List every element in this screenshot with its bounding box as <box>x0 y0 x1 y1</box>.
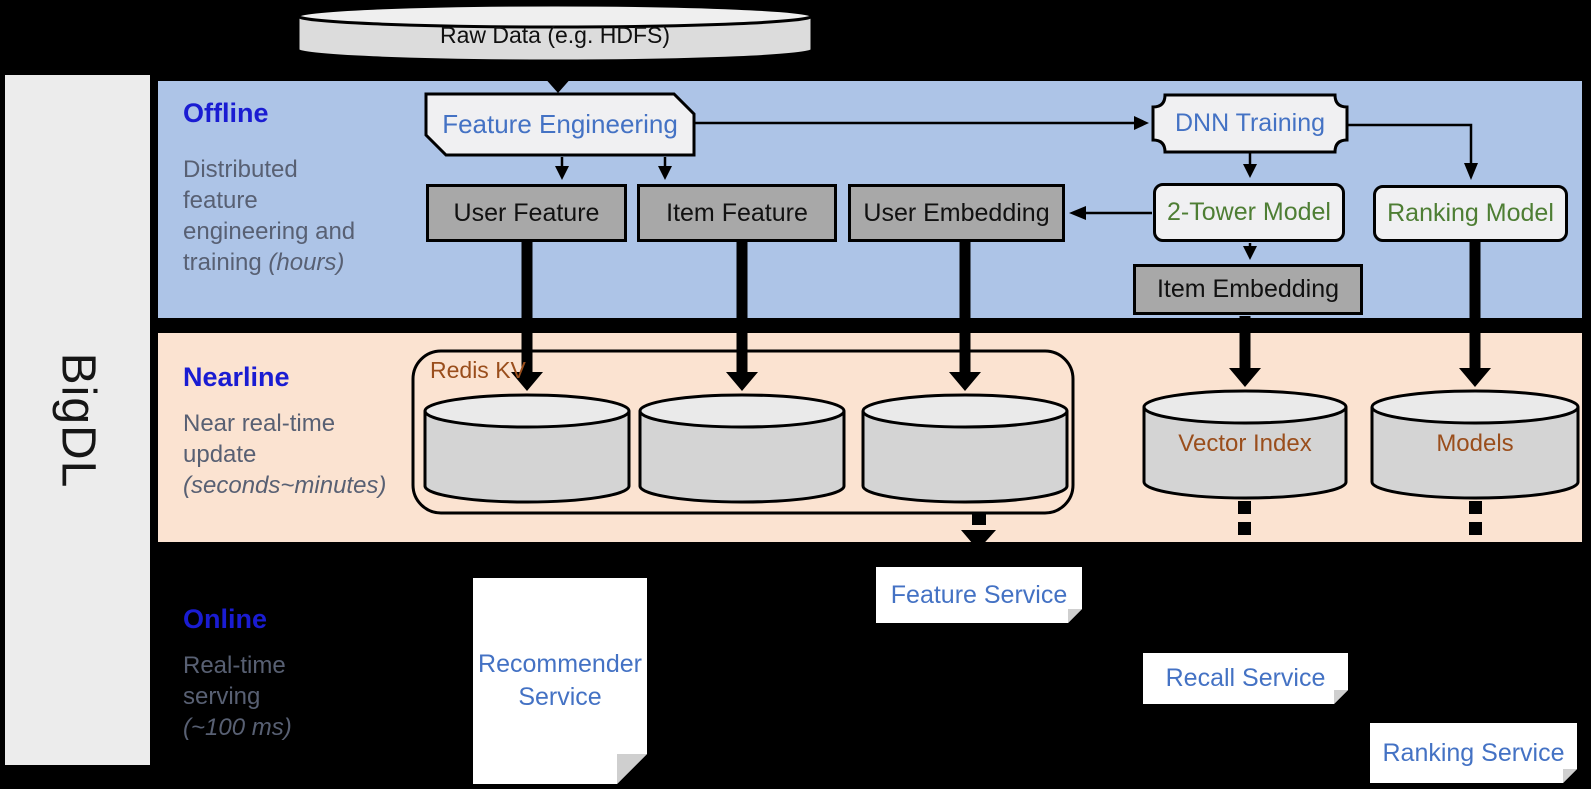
arrow-redis-to-feature-service <box>961 514 996 550</box>
raw-data-cylinder <box>296 3 814 63</box>
arrow-ranking-model-to-models <box>1459 242 1491 387</box>
ranking-model-node: Ranking Model <box>1373 185 1568 242</box>
feature-engineering-shape <box>424 92 696 157</box>
ranking-service-doc: Ranking Service <box>1370 723 1577 783</box>
arrow-two-tower-to-item-embedding <box>1243 243 1257 260</box>
ranking-service-label: Ranking Service <box>1382 738 1565 767</box>
offline-desc-line4-text: training <box>183 249 269 276</box>
arrow-user-embedding-to-redis <box>949 242 981 391</box>
online-description: Real-time serving (~100 ms) <box>183 650 292 743</box>
nearline-description: Near real-time update (seconds~minutes) <box>183 408 386 501</box>
offline-title: Offline <box>183 98 269 128</box>
arrow-fe-to-item-feature <box>658 157 672 180</box>
redis-cylinder-2 <box>638 393 846 504</box>
two-tower-model-node: 2-Tower Model <box>1153 183 1345 242</box>
arrow-user-feature-to-redis <box>511 242 543 391</box>
dnn-training-shape <box>1151 93 1349 154</box>
dashed-stub-vector-index <box>1238 501 1251 535</box>
offline-desc-line3: engineering and <box>183 218 356 245</box>
models-label: Models <box>1436 430 1514 457</box>
offline-desc-line1: Distributed <box>183 156 298 183</box>
online-title: Online <box>183 604 268 634</box>
online-desc-line1: Real-time <box>183 652 286 679</box>
feature-service-doc: Feature Service <box>876 567 1082 623</box>
nearline-desc-line3: (seconds~minutes) <box>183 470 386 501</box>
redis-kv-label: Redis KV <box>430 357 526 383</box>
online-desc-line3: (~100 ms) <box>183 712 292 743</box>
redis-cylinder-3 <box>861 393 1069 504</box>
online-desc-line2: serving <box>183 683 261 710</box>
raw-data-label: Raw Data (e.g. HDFS) <box>439 22 671 48</box>
recommender-service-line2: Service <box>518 683 602 711</box>
recommender-service-doc: Recommender Service <box>473 578 647 784</box>
user-embedding-node: User Embedding <box>848 184 1065 242</box>
dnn-training-label: DNN Training <box>1174 109 1326 137</box>
recommender-service-line1: Recommender <box>478 650 642 678</box>
nearline-desc-line1: Near real-time <box>183 410 336 437</box>
dashed-stub-models <box>1469 501 1482 535</box>
item-feature-node: Item Feature <box>637 184 837 242</box>
offline-desc-line4-italic: (hours) <box>268 249 345 276</box>
vector-index-cylinder <box>1142 389 1348 500</box>
online-desc-line3-italic: (~100 ms) <box>183 714 292 741</box>
arrow-item-embedding-to-vector-index <box>1229 316 1261 387</box>
nearline-desc-line2: update <box>183 441 257 468</box>
arrow-fe-to-user-feature <box>555 157 569 180</box>
recall-service-doc: Recall Service <box>1143 653 1348 704</box>
offline-description: Distributed feature engineering and trai… <box>183 154 355 278</box>
arrow-rawdata-to-feature-engineering <box>543 61 573 93</box>
item-embedding-node: Item Embedding <box>1133 264 1363 315</box>
arrow-two-tower-to-user-embedding <box>1069 206 1152 220</box>
arrow-item-feature-to-redis <box>726 242 758 391</box>
recall-service-label: Recall Service <box>1165 664 1326 692</box>
arrow-dnn-to-ranking-model <box>1347 123 1478 180</box>
arrow-dnn-to-two-tower <box>1243 153 1257 178</box>
models-cylinder <box>1370 389 1580 500</box>
user-feature-node: User Feature <box>426 184 627 242</box>
redis-cylinder-1 <box>423 393 631 504</box>
nearline-desc-line3-italic: (seconds~minutes) <box>183 472 387 499</box>
offline-desc-line2: feature <box>183 187 258 214</box>
offline-desc-line4: training (hours) <box>183 247 355 278</box>
feature-engineering-label: Feature Engineering <box>442 109 678 139</box>
vector-index-label: Vector Index <box>1178 430 1312 457</box>
feature-service-label: Feature Service <box>890 580 1068 609</box>
nearline-title: Nearline <box>183 362 290 392</box>
bigdl-sidebar: BigDL <box>5 75 150 765</box>
arrow-fe-to-dnn-training <box>694 116 1149 130</box>
